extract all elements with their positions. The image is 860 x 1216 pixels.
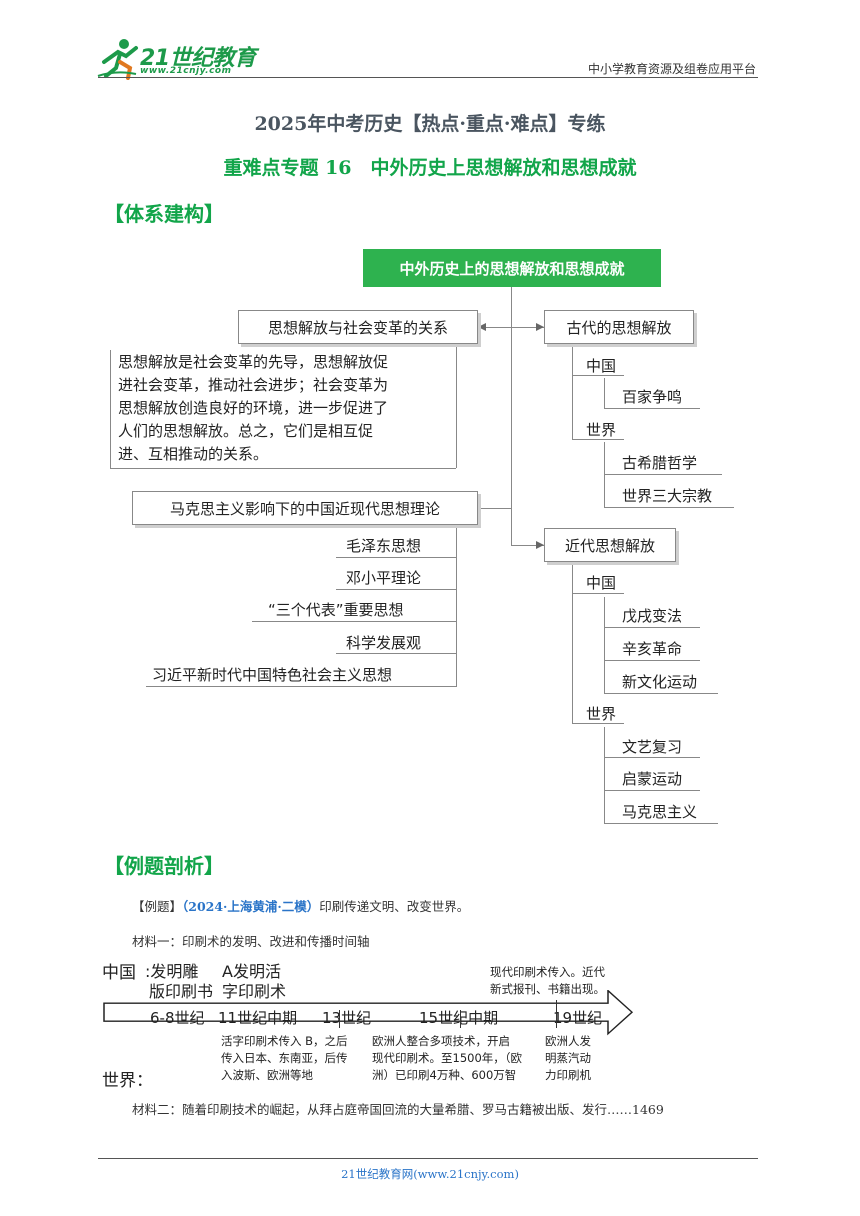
timeline-point: 15世纪中期 <box>419 1009 499 1027</box>
marxism-node: 马克思主义影响下的中国近现代思想理论 <box>132 491 478 525</box>
example-text: 印刷传递文明、改变世界。 <box>319 899 470 914</box>
modern-node: 近代思想解放 <box>544 528 676 562</box>
timeline-event-world: 传入日本、东南亚，后传 <box>221 1051 348 1065</box>
timeline-point: 11世纪中期 <box>218 1009 298 1027</box>
modern-china-item: 辛亥革命 <box>622 640 683 658</box>
modern-world-label: 世界 <box>586 705 617 723</box>
marxism-item: 邓小平理论 <box>346 569 422 587</box>
relation-node: 思想解放与社会变革的关系 <box>238 310 478 344</box>
relation-line: 思想解放是社会变革的先导，思想解放促 <box>118 353 389 371</box>
ancient-china-item: 百家争鸣 <box>622 388 683 406</box>
relation-line: 进社会变革，推动社会进步；社会变革为 <box>118 376 389 394</box>
timeline-event-china: 新式报刊、书籍出现。 <box>490 982 605 996</box>
footer-divider <box>98 1158 758 1159</box>
header-divider <box>98 77 758 78</box>
section-system: 【体系建构】 <box>104 202 224 226</box>
timeline-event-china: 版印刷书 <box>149 982 214 1001</box>
logo-runner-icon <box>97 39 138 80</box>
timeline-event-world: 入波斯、欧洲等地 <box>221 1068 313 1082</box>
modern-china-item: 戊戌变法 <box>622 607 683 625</box>
timeline-world-label: 世界： <box>102 1071 153 1091</box>
timeline-event-world: 欧洲人发 <box>545 1034 591 1048</box>
timeline-event-china: 字印刷术 <box>222 982 287 1001</box>
timeline-event-world: 明蒸汽动 <box>545 1051 591 1065</box>
timeline-event-china: :发明雕 <box>145 962 199 981</box>
page-subtitle: 重难点专题 16 中外历史上思想解放和思想成就 <box>223 157 637 179</box>
timeline-event-world: 欧洲人整合多项技术，开启 <box>372 1034 510 1048</box>
timeline-event-world: 现代印刷术。至1500年，（欧 <box>372 1051 523 1065</box>
footer-link[interactable]: 21世纪教育网(www.21cnjy.com) <box>341 1167 519 1181</box>
platform-label: 中小学教育资源及组卷应用平台 <box>587 62 756 76</box>
marxism-item: 习近平新时代中国特色社会主义思想 <box>152 666 393 684</box>
relation-line: 进、互相推动的关系。 <box>118 445 269 463</box>
marxism-item: 科学发展观 <box>346 634 422 652</box>
relation-line: 思想解放创造良好的环境，进一步促进了 <box>118 399 389 417</box>
mindmap-root: 中外历史上的思想解放和思想成就 <box>363 249 661 287</box>
example-prefix: 【例题】 <box>132 899 183 914</box>
timeline-point: 13世纪 <box>322 1009 372 1027</box>
marxism-item: 毛泽东思想 <box>346 537 422 555</box>
modern-china-label: 中国 <box>586 574 617 592</box>
example-source: （2024·上海黄浦·二模） <box>182 899 320 914</box>
modern-world-item: 马克思主义 <box>622 803 698 821</box>
ancient-world-label: 世界 <box>586 421 617 439</box>
marxism-item: “三个代表”重要思想 <box>268 601 404 619</box>
timeline-event-world: 活字印刷术传入 B，之后 <box>221 1034 348 1048</box>
material-one: 材料一：印刷术的发明、改进和传播时间轴 <box>132 934 370 949</box>
modern-china-item: 新文化运动 <box>622 673 698 691</box>
ancient-world-item: 世界三大宗教 <box>622 487 713 505</box>
timeline-event-world: 洲）已印刷4万种、600万智 <box>372 1068 517 1082</box>
timeline-point: 19世纪 <box>553 1009 603 1027</box>
timeline-event-china: 现代印刷术传入。近代 <box>490 965 605 979</box>
ancient-world-item: 古希腊哲学 <box>622 454 698 472</box>
timeline-arrow <box>103 990 634 1036</box>
relation-paragraph: 思想解放是社会变革的先导，思想解放促 进社会变革，推动社会进步；社会变革为 思想… <box>118 351 448 466</box>
timeline-china-label: 中国 <box>102 963 136 983</box>
timeline-point: 6-8世纪 <box>150 1009 205 1027</box>
modern-world-item: 文艺复习 <box>622 738 683 756</box>
logo-text: 21世纪教育 <box>140 46 256 71</box>
logo-url: www.21cnjy.com <box>140 66 232 76</box>
material-two: 材料二：随着印刷技术的崛起，从拜占庭帝国回流的大量希腊、罗马古籍被出版、发行……… <box>132 1102 664 1117</box>
example-question: 【例题】（2024·上海黄浦·二模）印刷传递文明、改变世界。 <box>132 896 469 915</box>
ancient-node: 古代的思想解放 <box>544 310 694 344</box>
section-example: 【例题剖析】 <box>104 854 224 878</box>
timeline-event-world: 力印刷机 <box>545 1068 591 1082</box>
timeline-event-china: A发明活 <box>222 962 281 981</box>
relation-line: 人们的思想解放。总之，它们是相互促 <box>118 422 374 440</box>
modern-world-item: 启蒙运动 <box>622 770 683 788</box>
page-title: 2025年中考历史【热点·重点·难点】专练 <box>254 113 606 135</box>
ancient-china-label: 中国 <box>586 357 617 375</box>
